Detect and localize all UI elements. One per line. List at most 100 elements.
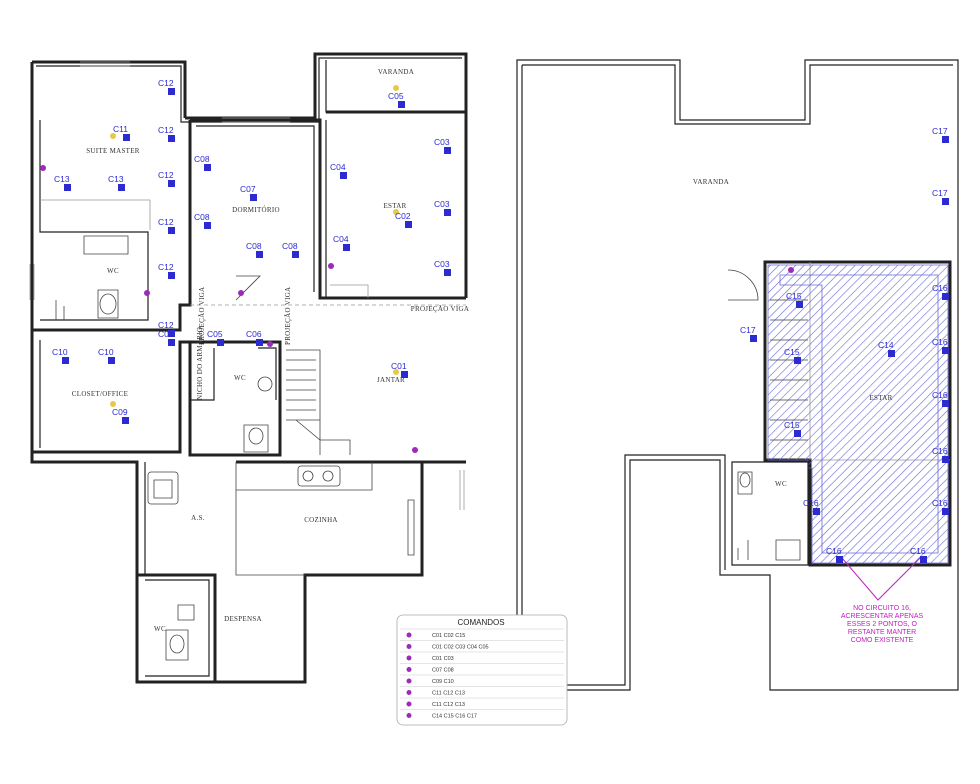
circuit-badge-icon [444,209,451,216]
circuit-badge-icon [292,251,299,258]
circuit-label: C17 [932,126,948,136]
room-label: SUITE MASTER [86,147,140,155]
circuit-badge-icon [942,400,949,407]
room-label: A.S. [191,514,205,522]
circuit-label: C05 [388,91,404,101]
circuit-label: C12 [158,170,174,180]
circuit-badge-icon [168,180,175,187]
legend-switch-dot [406,690,412,695]
circuit-badge-icon [64,184,71,191]
switch-point [788,267,794,273]
light-point [110,133,116,139]
circuit-label: C12 [158,78,174,88]
legend-switch-dot [406,713,412,718]
room-label: WC [107,267,119,275]
legend-title: COMANDOS [457,618,504,627]
note-line: ESSES 2 PONTOS, O [847,621,917,628]
note-line: ACRESCENTAR APENAS [841,613,924,620]
circuit-badge-icon [920,556,927,563]
circuit-badge-icon [217,339,224,346]
legend-row-text: C11 C12 C13 [432,702,465,708]
circuit-badge-icon [942,293,949,300]
circuit-badge-icon [405,221,412,228]
annotation-projecao-viga: PROJEÇÃO VIGA [411,305,469,313]
room-label: ESTAR [383,202,406,210]
circuit-label: C16 [826,546,842,556]
circuit-badge-icon [122,417,129,424]
circuit-label: C03 [434,259,450,269]
note-line: RESTANTE MANTER [848,629,916,636]
circuit-label: C08 [194,212,210,222]
circuit-badge-icon [813,508,820,515]
circuit-label: C14 [878,340,894,350]
circuit-label: C17 [932,188,948,198]
circuit-label: C16 [932,498,948,508]
circuit-label: C03 [434,137,450,147]
circuit-label: C16 [910,546,926,556]
circuit-label: C04 [333,234,349,244]
room-label: VARANDA [378,68,414,76]
circuit-label: C13 [108,174,124,184]
circuit-badge-icon [942,136,949,143]
legend-switch-dot [406,632,412,638]
circuit-labels-ground: C12 C12 C11 C12 C13 C13 C12 C12 C12 C10 … [52,78,451,424]
circuit-badge-icon [204,222,211,229]
circuit-badge-icon [168,227,175,234]
circuit-badge-icon [398,101,405,108]
circuit-label: C10 [98,347,114,357]
note-line: COMO EXISTENTE [851,637,914,644]
circuit-badge-icon [343,244,350,251]
legend-row-text: C01 C02 C15 [432,633,465,639]
room-label: VARANDA [693,178,729,186]
circuit-badge-icon [168,88,175,95]
legend-row-text: C01 C02 C03 C04 C05 [432,645,489,651]
light-point [393,209,399,215]
circuit-badge-icon [794,430,801,437]
circuit-badge-icon [123,134,130,141]
switch-points [40,165,794,453]
circuit-label: C12 [158,262,174,272]
annotation-projecao-viga: PROJEÇÃO VIGA [284,287,292,345]
circuit-label: C13 [54,174,70,184]
circuit-badge-icon [204,164,211,171]
legend-switch-dot [406,644,412,649]
circuit-label: C01 [391,361,407,371]
circuit-label: C08 [246,241,262,251]
switch-point [412,447,418,453]
circuit-badge-icon [794,357,801,364]
circuit-label: C12 [158,217,174,227]
switch-point [267,341,273,347]
annotation-projecao-viga: PROJEÇÃO VIGA [198,287,206,345]
circuit-label: C16 [932,390,948,400]
legend-row-text: C07 C08 [432,668,454,674]
room-label: DESPENSA [224,615,262,623]
circuit-label: C09 [112,407,128,417]
room-label: WC [775,480,787,488]
circuit-badge-icon [836,556,843,563]
circuit-label: C07 [240,184,256,194]
room-label: WC [234,374,246,382]
legend-switch-dot [406,678,412,684]
upper-floor-plan [516,59,959,691]
circuit-badge-icon [942,347,949,354]
circuit-label: C05 [207,329,223,339]
circuit-label: C15 [786,291,802,301]
annotation-nicho: NICHO DO ARMÁRIO [196,327,204,400]
ground-floor-plan [29,52,468,684]
circuit-badge-icon [108,357,115,364]
circuit-label: C08 [194,154,210,164]
circuit-label: C04 [330,162,346,172]
light-point [393,85,399,91]
circuit-label: C08 [282,241,298,251]
circuit-label: C17 [740,325,756,335]
circuit-badge-icon [796,301,803,308]
circuit-badge-icon [168,135,175,142]
circuit-badge-icon [168,272,175,279]
switch-point [238,290,244,296]
legend-switch-dot [406,655,412,661]
circuit-badge-icon [942,198,949,205]
circuit-badge-icon [256,339,263,346]
circuit-label: C06 [158,329,174,339]
